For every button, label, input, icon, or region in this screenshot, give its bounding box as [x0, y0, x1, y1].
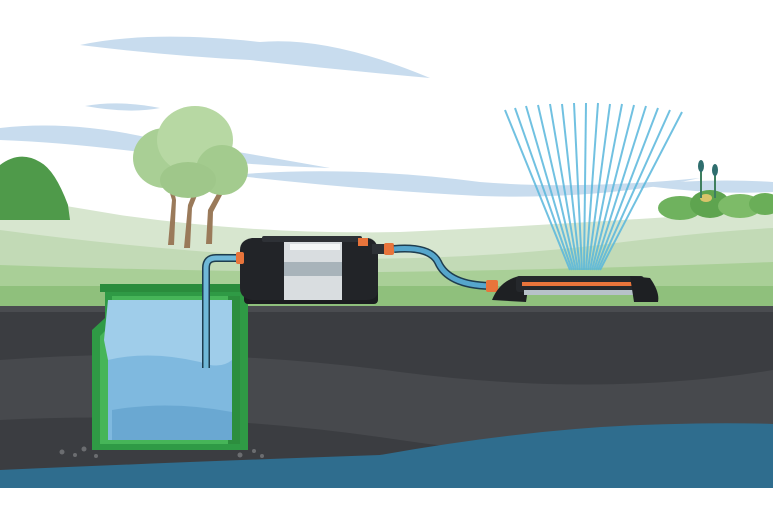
suction-pipe-core: [203, 255, 244, 368]
oscillating-sprinkler: [486, 276, 659, 302]
shrub-4: [749, 193, 773, 215]
gravel-stone: [260, 454, 264, 458]
sprinkler-bar: [522, 282, 638, 286]
reed-2: [714, 172, 716, 198]
reed-1: [700, 168, 702, 198]
pump-top: [262, 236, 362, 242]
gravel: [59, 446, 264, 458]
water-spray: [504, 102, 683, 271]
pump-motor-shade: [284, 262, 346, 276]
spray-jet: [504, 109, 571, 271]
groundwater-layer: [0, 423, 773, 490]
spray-jet: [585, 102, 599, 271]
sprinkler-coupling: [486, 280, 498, 292]
spray-jet: [561, 103, 581, 271]
pump-inlet-coupling: [236, 252, 244, 264]
left-hill: [0, 156, 70, 220]
sprinkler-foot-right: [630, 276, 659, 302]
tree-trunk-2: [184, 185, 200, 248]
reed-head-1: [698, 160, 704, 172]
spray-jet: [597, 109, 671, 271]
garden-pump: [236, 236, 394, 304]
gravel-stone: [237, 452, 243, 458]
gravel-stone: [73, 453, 77, 457]
tree: [133, 106, 248, 248]
tree-canopy-4: [160, 162, 216, 198]
spray-jet: [593, 105, 647, 271]
pump-handle-accent: [358, 238, 368, 246]
reed-head-2: [712, 164, 718, 176]
pump-motor-highlight: [290, 244, 340, 250]
spray-jet: [514, 107, 573, 271]
spray-jet: [583, 102, 587, 271]
gravel-stone: [252, 449, 256, 453]
cloud-right: [640, 180, 773, 193]
sprinkler-tube: [524, 290, 638, 295]
pump-body-right: [342, 238, 378, 300]
hose-core: [393, 246, 491, 289]
spray-jet: [589, 103, 623, 271]
spray-jet: [537, 104, 577, 271]
cloud-mid: [230, 171, 700, 197]
spray-jet: [525, 105, 575, 271]
tank-rim: [100, 284, 250, 292]
spray-jet: [595, 107, 659, 271]
gravel-stone: [94, 454, 98, 458]
shrubs: [658, 160, 773, 220]
pump-outlet: [372, 244, 386, 254]
bottom-sky-strip: [0, 488, 773, 514]
cloud-top: [80, 36, 430, 78]
tree-trunk-1: [166, 180, 176, 245]
tree-trunk-3: [206, 192, 222, 244]
spray-jet: [549, 103, 579, 271]
pump-body-left: [240, 238, 290, 300]
spray-jet: [587, 103, 611, 271]
spray-jet: [573, 102, 583, 271]
spray-jet: [591, 104, 635, 271]
tank-water-deep: [112, 405, 232, 440]
spray-jet: [599, 111, 683, 271]
gravel-stone: [81, 446, 87, 452]
shrub-flower: [700, 194, 712, 202]
gravel-stone: [59, 449, 65, 455]
pump-outlet-coupling: [384, 243, 394, 255]
cloud-small: [85, 103, 160, 111]
